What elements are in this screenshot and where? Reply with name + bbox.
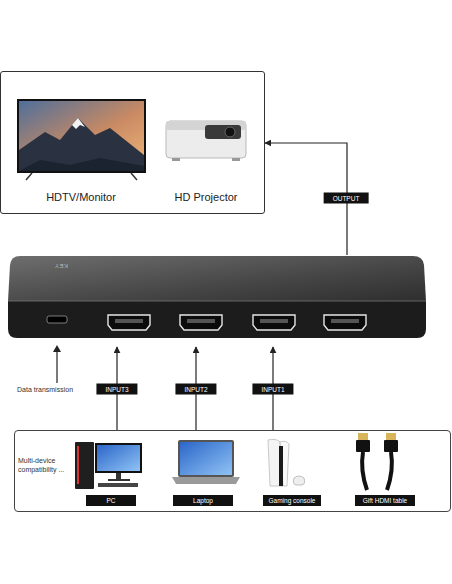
note-text: Multi-device compatibility ...: [18, 456, 73, 474]
device-tag: PC: [86, 495, 136, 506]
switch-body: [331, 319, 359, 323]
input-frame: Multi-device compatibility ... PC Laptop Ga…: [14, 430, 451, 512]
switch-body: [260, 319, 288, 323]
tv-illustration: [19, 101, 144, 171]
switch-body: [108, 315, 150, 330]
laptop-illustration: [172, 440, 240, 484]
cable-illustration: [362, 452, 367, 490]
laptop-illustration: [172, 477, 240, 484]
tag-text: Gift HDMI table: [363, 497, 407, 504]
pc-illustration: [95, 443, 142, 473]
console-illustration: [279, 446, 283, 486]
switch-body: [180, 315, 222, 330]
device-tag: Gift HDMI table: [355, 495, 415, 506]
projector-illustration: [166, 121, 246, 158]
pc-illustration: [108, 479, 130, 481]
projector-illustration: [225, 127, 235, 137]
cable-illustration: [358, 433, 368, 440]
cable-illustration: [356, 440, 370, 452]
tv-illustration: [19, 158, 144, 171]
switch-body: [8, 255, 426, 339]
port-label: INPUT1: [252, 384, 293, 395]
tag-text: Gaming console: [269, 497, 316, 504]
output-frame: HDTV/Monitor HD Projector: [0, 71, 265, 214]
cable-illustration: [384, 440, 398, 452]
pc-illustration: [97, 445, 140, 471]
tv-illustration: [19, 118, 144, 171]
leader-arrow: [53, 345, 61, 383]
projector-illustration: [205, 125, 241, 139]
switch-body: [253, 315, 295, 330]
pc-illustration: [75, 442, 142, 489]
projector-illustration: [166, 121, 246, 161]
switch-body: [8, 256, 426, 301]
annotation-text: Data transmission: [17, 385, 73, 394]
leader-arrow: [53, 345, 61, 352]
device-tag: Gaming console: [263, 495, 321, 506]
laptop-illustration: [180, 442, 232, 475]
cable-illustration: [386, 433, 396, 440]
device-label: HDTV/Monitor: [21, 191, 141, 203]
console-illustration: [293, 476, 304, 485]
device-tag: Laptop: [173, 495, 233, 506]
switch-body: [47, 316, 67, 323]
cable-illustration: [356, 433, 398, 490]
pc-illustration: [77, 446, 79, 484]
switch-body: [8, 301, 426, 338]
console-illustration: [268, 439, 283, 486]
console-illustration: [268, 439, 305, 486]
switch-body: [324, 315, 366, 330]
port-label: OUTPUT: [324, 193, 369, 204]
port-label: INPUT3: [96, 384, 137, 395]
hdmi-switch: KEY: [8, 255, 426, 339]
switch-body: [187, 319, 215, 323]
device-label: HD Projector: [146, 191, 266, 203]
switch-body: [8, 301, 426, 302]
projector-illustration: [172, 158, 180, 161]
tv-illustration: [26, 173, 32, 180]
cable-illustration: [387, 452, 392, 490]
key-marking: KEY: [48, 263, 68, 269]
tv-illustration: [17, 99, 146, 173]
tv-illustration: [17, 99, 146, 180]
tag-text: PC: [106, 497, 115, 504]
projector-illustration: [232, 158, 240, 161]
switch-body: [115, 319, 143, 323]
tv-illustration: [72, 118, 85, 129]
pc-illustration: [75, 442, 94, 489]
tv-illustration: [131, 173, 137, 180]
leader-arrow: [56, 350, 57, 383]
console-illustration: [280, 441, 289, 486]
pc-illustration: [98, 483, 138, 487]
pc-illustration: [116, 473, 121, 480]
port-label: INPUT2: [175, 384, 216, 395]
tag-text: Laptop: [193, 497, 213, 504]
laptop-illustration: [178, 440, 234, 477]
